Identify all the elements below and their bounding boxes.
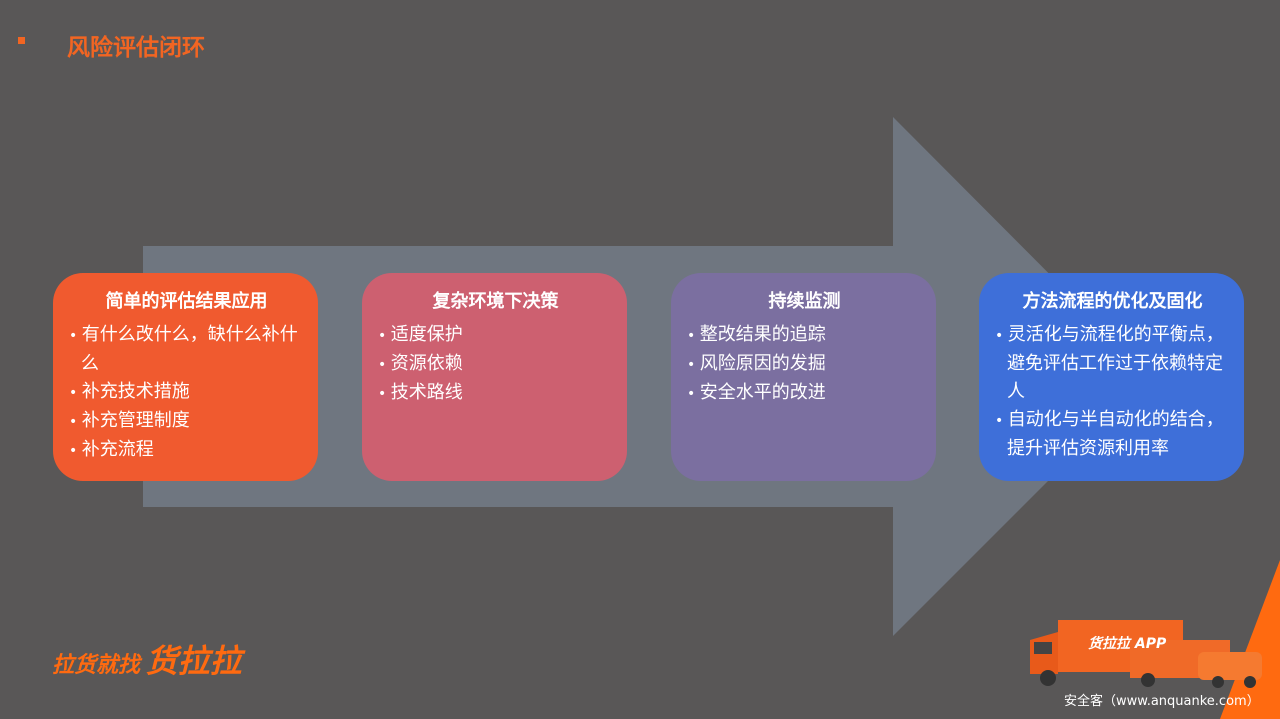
list-item: 风险原因的发掘 [687, 350, 922, 379]
list-item: 补充技术措施 [69, 378, 304, 407]
card-heading: 简单的评估结果应用 [105, 291, 268, 312]
stage-card-optimization: 方法流程的优化及固化 灵活化与流程化的平衡点，避免评估工作过于依赖特定人 自动化… [979, 273, 1244, 481]
trucks-image: 货拉拉 APP [1030, 620, 1262, 688]
stage-card-decision: 复杂环境下决策 适度保护 资源依赖 技术路线 [362, 273, 627, 481]
logo-slogan: 拉货就找 [52, 653, 141, 678]
list-item: 补充流程 [69, 436, 304, 465]
logo-brand: 货拉拉 [145, 642, 242, 680]
list-item: 技术路线 [378, 379, 613, 408]
card-heading: 方法流程的优化及固化 [1022, 291, 1203, 312]
card-heading: 持续监测 [768, 291, 841, 312]
page-title: 风险评估闭环 [67, 35, 205, 61]
brand-logo: 拉货就找 货拉拉 [52, 636, 242, 682]
title-bullet [18, 37, 25, 44]
list-item: 整改结果的追踪 [687, 321, 922, 350]
list-item: 资源依赖 [378, 350, 613, 379]
list-item: 安全水平的改进 [687, 379, 922, 408]
list-item: 补充管理制度 [69, 407, 304, 436]
stage-card-result-application: 简单的评估结果应用 有什么改什么，缺什么补什么 补充技术措施 补充管理制度 补充… [53, 273, 318, 481]
list-item: 有什么改什么，缺什么补什么 [69, 321, 304, 378]
source-credit: 安全客（www.anquanke.com） [1064, 694, 1260, 709]
list-item: 适度保护 [378, 321, 613, 350]
stage-card-monitoring: 持续监测 整改结果的追踪 风险原因的发掘 安全水平的改进 [671, 273, 936, 481]
card-heading: 复杂环境下决策 [432, 291, 559, 312]
list-item: 灵活化与流程化的平衡点，避免评估工作过于依赖特定人 [995, 321, 1230, 406]
truck-label: 货拉拉 APP [1088, 635, 1167, 652]
list-item: 自动化与半自动化的结合，提升评估资源利用率 [995, 406, 1230, 463]
